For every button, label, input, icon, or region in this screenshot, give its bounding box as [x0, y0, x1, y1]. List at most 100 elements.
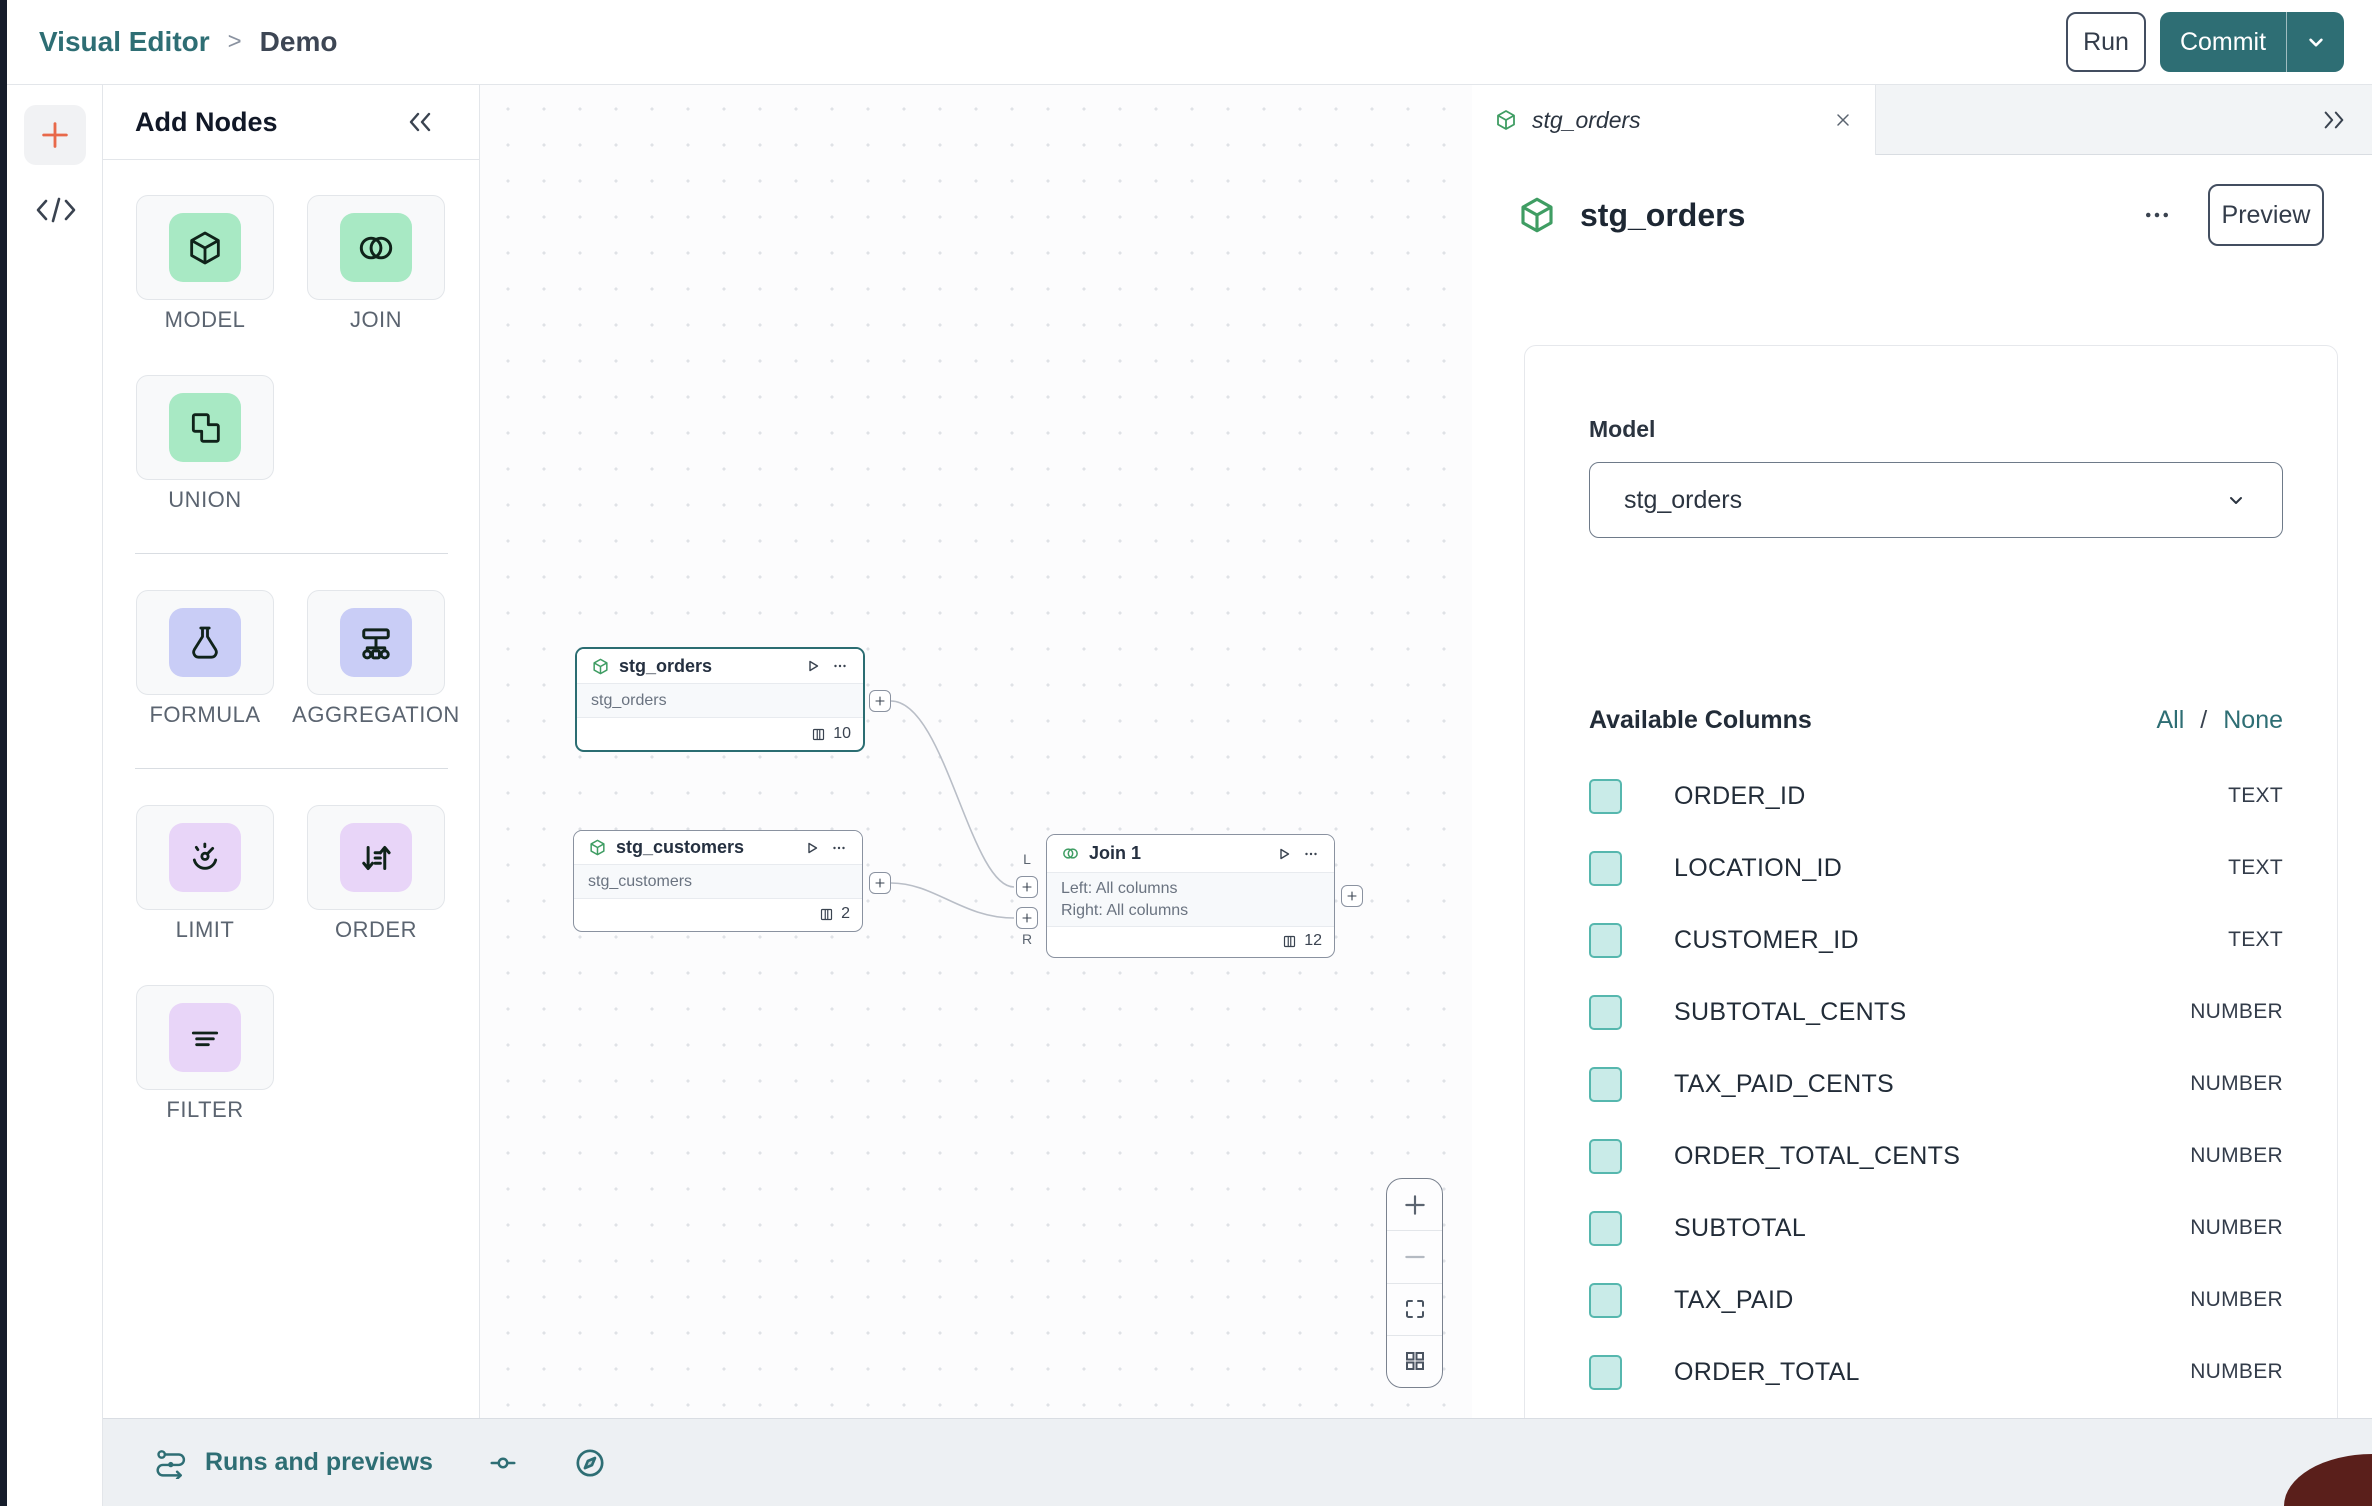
zoom-out-button[interactable]: [1387, 1230, 1442, 1282]
canvas-node-stg-orders[interactable]: stg_orders stg_orders 10: [575, 647, 865, 752]
expand-panel-button[interactable]: [2320, 108, 2348, 132]
node-tile-aggregation[interactable]: [307, 590, 445, 695]
git-commit-icon[interactable]: [485, 1448, 521, 1478]
compass-icon[interactable]: [573, 1446, 607, 1480]
minus-icon: [1402, 1244, 1428, 1270]
column-checkbox[interactable]: [1589, 1138, 1622, 1174]
tile-label-union: UNION: [168, 487, 242, 512]
column-checkbox[interactable]: [1589, 1066, 1622, 1102]
column-type: NUMBER: [2190, 1072, 2283, 1095]
node-tile-union[interactable]: [136, 375, 274, 480]
node-tile-formula[interactable]: [136, 590, 274, 695]
node-tile-order[interactable]: [307, 805, 445, 910]
collapse-panel-button[interactable]: [405, 109, 435, 135]
close-tab-button[interactable]: [1833, 110, 1853, 130]
select-all-link[interactable]: All: [2156, 706, 2185, 734]
model-cube-icon: [1494, 108, 1518, 132]
tile-label-filter: FILTER: [166, 1097, 244, 1122]
more-options-icon[interactable]: [1302, 845, 1320, 863]
panel-more-options-button[interactable]: [2142, 200, 2172, 230]
column-checkbox[interactable]: [1589, 1210, 1622, 1246]
join-circles-icon: [1061, 844, 1080, 863]
column-type: TEXT: [2228, 928, 2283, 951]
column-name: SUBTOTAL_CENTS: [1674, 997, 1907, 1026]
column-row: TAX_PAID_CENTS NUMBER: [1589, 1048, 2283, 1120]
commit-button[interactable]: Commit: [2160, 12, 2286, 72]
join-left-input-handle[interactable]: [1016, 876, 1038, 898]
add-nodes-header: Add Nodes: [103, 85, 479, 160]
column-row: SUBTOTAL NUMBER: [1589, 1192, 2283, 1264]
columns-icon: [1282, 934, 1297, 949]
commit-dropdown-button[interactable]: [2286, 12, 2344, 72]
auto-layout-button[interactable]: [1387, 1334, 1442, 1387]
code-view-button[interactable]: [33, 193, 79, 227]
node-body: Left: All columns Right: All columns: [1047, 873, 1334, 927]
output-handle-stg-orders[interactable]: [869, 690, 891, 712]
column-checkbox[interactable]: [1589, 922, 1622, 958]
column-checkbox[interactable]: [1589, 1282, 1622, 1318]
output-handle-join-1[interactable]: [1341, 885, 1363, 907]
formula-icon: [169, 608, 241, 677]
column-count: 2: [841, 905, 850, 922]
more-options-icon[interactable]: [830, 839, 848, 857]
columns-icon: [811, 727, 826, 742]
code-icon: [34, 195, 78, 225]
fit-view-button[interactable]: [1387, 1282, 1442, 1335]
column-checkbox[interactable]: [1589, 994, 1622, 1030]
breadcrumb-visual-editor[interactable]: Visual Editor: [39, 26, 210, 57]
column-checkbox[interactable]: [1589, 850, 1622, 886]
column-checkbox[interactable]: [1589, 1354, 1622, 1390]
node-tile-filter[interactable]: [136, 985, 274, 1090]
node-header: stg_customers: [574, 831, 862, 865]
node-title: stg_customers: [616, 837, 745, 857]
dag-canvas[interactable]: stg_orders stg_orders 10: [480, 85, 1472, 1418]
node-title: Join 1: [1089, 843, 1142, 863]
column-count: 10: [833, 725, 851, 742]
column-type: NUMBER: [2190, 1288, 2283, 1311]
node-title: stg_orders: [619, 655, 713, 676]
canvas-node-join-1[interactable]: Join 1 Left: All columns Right: All colu…: [1046, 834, 1335, 958]
column-name: CUSTOMER_ID: [1674, 925, 1859, 954]
tab-stg-orders[interactable]: stg_orders: [1472, 85, 1876, 155]
node-tile-model[interactable]: [136, 195, 274, 300]
fit-view-icon: [1403, 1297, 1427, 1321]
output-handle-stg-customers[interactable]: [869, 872, 891, 894]
tile-group-divider: [135, 553, 448, 554]
preview-button[interactable]: Preview: [2208, 184, 2324, 246]
column-row: LOCATION_ID TEXT: [1589, 832, 2283, 904]
breadcrumb-page-title: Demo: [259, 26, 338, 57]
column-name: TAX_PAID_CENTS: [1674, 1069, 1894, 1098]
column-type: TEXT: [2228, 784, 2283, 807]
join-right-input-handle[interactable]: [1016, 907, 1038, 929]
node-body: stg_orders: [577, 684, 863, 718]
node-tile-limit[interactable]: [136, 805, 274, 910]
column-row: ORDER_ID TEXT: [1589, 760, 2283, 832]
play-icon[interactable]: [804, 657, 822, 675]
runs-and-previews-button[interactable]: Runs and previews: [155, 1447, 433, 1479]
zoom-in-button[interactable]: [1387, 1179, 1442, 1230]
tile-label-join: JOIN: [349, 307, 403, 332]
play-icon[interactable]: [803, 839, 821, 857]
play-icon[interactable]: [1275, 845, 1293, 863]
tile-label-order: ORDER: [335, 917, 417, 942]
column-name: SUBTOTAL: [1674, 1213, 1807, 1242]
node-tile-join[interactable]: [307, 195, 445, 300]
column-name: TAX_PAID: [1674, 1285, 1794, 1314]
column-checkbox[interactable]: [1589, 778, 1622, 814]
column-row: CUSTOMER_ID TEXT: [1589, 904, 2283, 976]
more-options-icon[interactable]: [831, 657, 849, 675]
column-type: NUMBER: [2190, 1360, 2283, 1383]
run-button[interactable]: Run: [2066, 12, 2146, 72]
add-nodes-rail-button[interactable]: [24, 105, 86, 165]
model-cube-icon: [1516, 194, 1558, 236]
canvas-node-stg-customers[interactable]: stg_customers stg_customers 2: [573, 830, 863, 932]
tile-label-formula: FORMULA: [149, 702, 261, 727]
column-name: ORDER_TOTAL: [1674, 1357, 1860, 1386]
model-cube-icon: [591, 657, 610, 676]
columns-icon: [819, 907, 834, 922]
select-none-link[interactable]: None: [2223, 706, 2283, 734]
filter-icon: [169, 1003, 241, 1072]
close-icon: [1833, 110, 1853, 130]
model-select[interactable]: stg_orders: [1589, 462, 2283, 538]
